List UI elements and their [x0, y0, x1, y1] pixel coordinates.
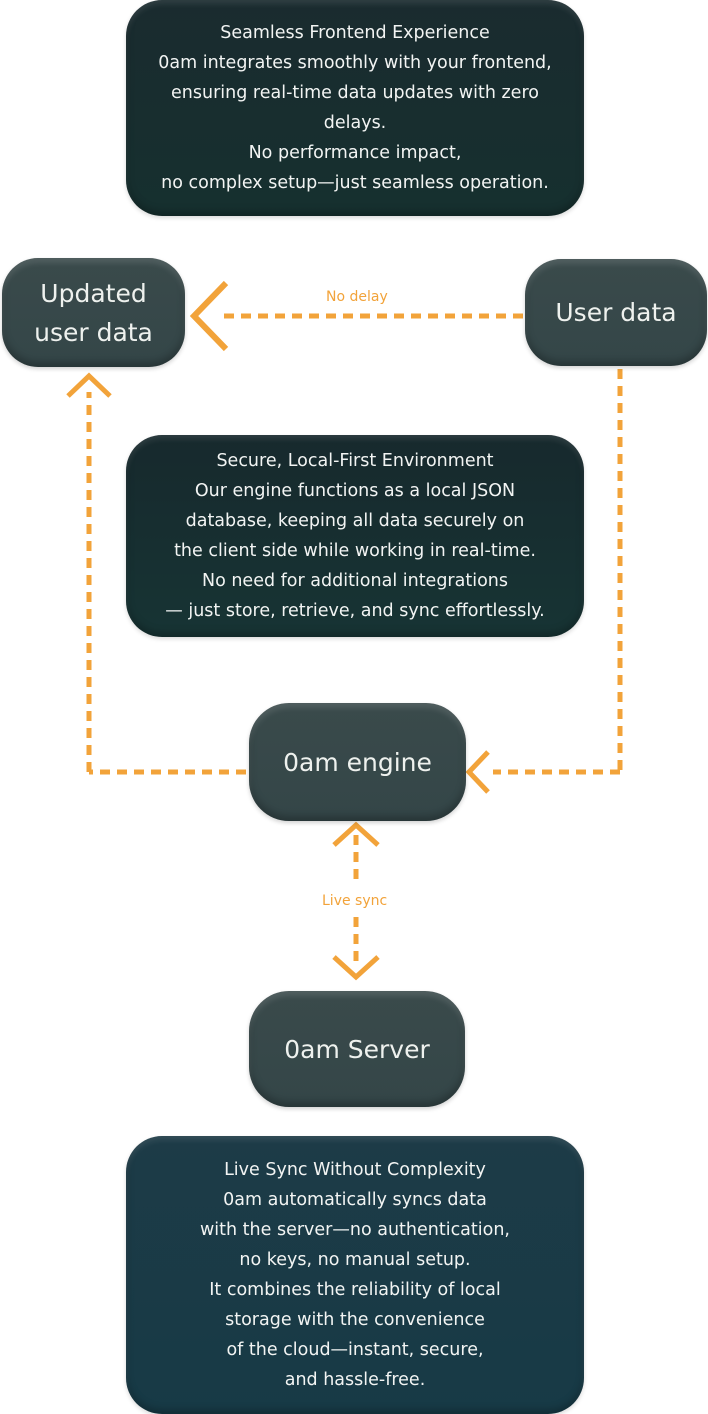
- live-sync-label: Live sync: [322, 893, 388, 909]
- sync-line: with the server—no authentication,: [199, 1220, 510, 1240]
- sync-line: of the cloud—instant, secure,: [226, 1340, 484, 1360]
- sync-line: no keys, no manual setup.: [239, 1250, 471, 1270]
- live-sync-down-arrowhead: [332, 955, 380, 981]
- frontend-line: no complex setup—just seamless operation…: [161, 173, 549, 193]
- frontend-experience-card: Seamless Frontend Experience 0am integra…: [126, 0, 584, 216]
- live-sync-text: Live Sync Without Complexity 0am automat…: [200, 1155, 510, 1395]
- local-line: Our engine functions as a local JSON: [194, 481, 516, 501]
- sync-line: 0am automatically syncs data: [223, 1190, 487, 1210]
- engine-input-arrowhead: [465, 750, 490, 794]
- local-line: the client side while working in real-ti…: [174, 541, 536, 561]
- frontend-experience-text: Seamless Frontend Experience 0am integra…: [158, 18, 551, 198]
- frontend-line: 0am integrates smoothly with your fronte…: [158, 53, 552, 73]
- sync-line: Live Sync Without Complexity: [224, 1160, 486, 1180]
- updated-user-data-label: user data: [34, 317, 153, 347]
- live-sync-up-arrowhead: [332, 821, 380, 847]
- frontend-line: delays.: [323, 113, 387, 133]
- user-data-node: User data: [525, 259, 707, 366]
- no-delay-arrowhead: [189, 280, 229, 352]
- frontend-line: ensuring real-time data updates with zer…: [171, 83, 539, 103]
- engine-node: 0am engine: [249, 703, 466, 821]
- server-label: 0am Server: [284, 1034, 430, 1064]
- sync-line: It combines the reliability of local: [209, 1280, 501, 1300]
- sync-line: storage with the convenience: [225, 1310, 485, 1330]
- local-line: Secure, Local-First Environment: [216, 451, 494, 471]
- frontend-line: No performance impact,: [248, 143, 462, 163]
- updated-data-arrowhead: [66, 372, 112, 398]
- updated-user-data-node: Updated user data: [2, 258, 185, 367]
- sync-line: and hassle-free.: [284, 1370, 426, 1390]
- local-line: — just store, retrieve, and sync effortl…: [165, 601, 545, 621]
- server-node: 0am Server: [249, 991, 465, 1107]
- local-first-card: Secure, Local-First Environment Our engi…: [126, 435, 584, 637]
- engine-label: 0am engine: [283, 747, 432, 777]
- local-line: database, keeping all data securely on: [185, 511, 525, 531]
- frontend-line: Seamless Frontend Experience: [220, 23, 490, 43]
- no-delay-label: No delay: [326, 289, 388, 305]
- updated-user-data-label: Updated: [40, 278, 147, 308]
- user-data-label: User data: [555, 298, 677, 327]
- live-sync-card: Live Sync Without Complexity 0am automat…: [126, 1136, 584, 1414]
- local-line: No need for additional integrations: [201, 571, 508, 591]
- local-first-text: Secure, Local-First Environment Our engi…: [165, 446, 544, 626]
